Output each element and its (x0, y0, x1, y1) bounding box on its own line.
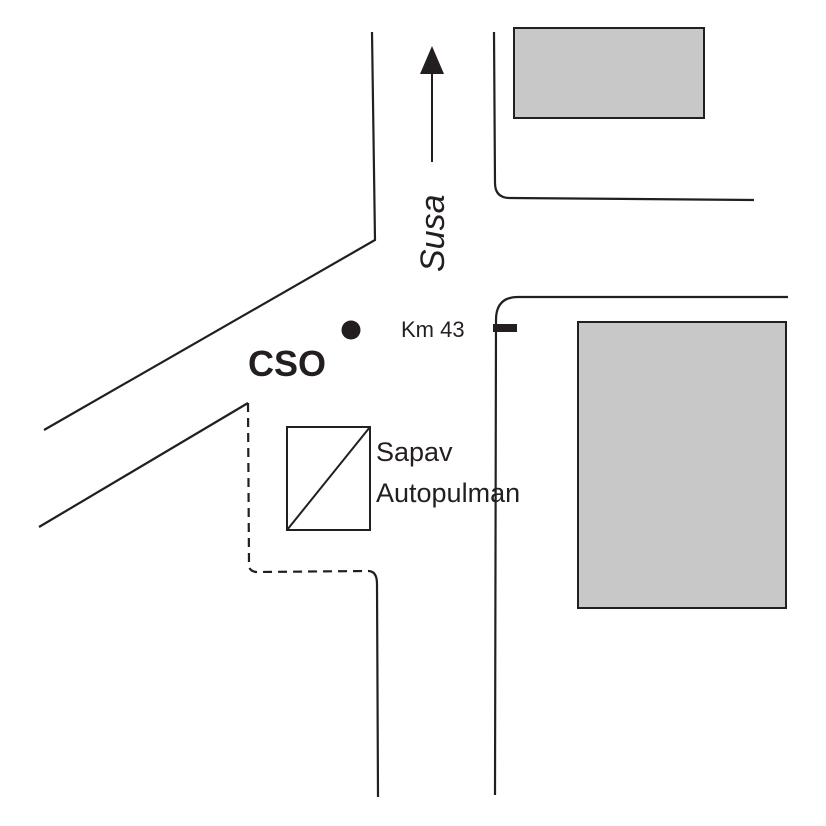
poi-label-line2: Autopulman (376, 478, 520, 508)
kilometer-label: Km 43 (401, 317, 465, 342)
station-label: CSO (248, 343, 326, 384)
building-right (577, 321, 787, 609)
poi-label-line1: Sapav (376, 437, 453, 467)
road-network (38, 31, 788, 798)
direction-label: Susa (414, 195, 452, 273)
poi-symbol-icon (286, 426, 371, 531)
road-edge-right (493, 295, 788, 796)
direction-arrow-head-icon (420, 46, 444, 74)
station-marker-icon (341, 320, 361, 340)
road-edge-bottom (367, 569, 380, 798)
building-top-right (513, 27, 705, 119)
road-edge-left-dashed (246, 402, 369, 574)
kilometer-marker-icon (493, 324, 517, 332)
road-edge-top-right (492, 31, 755, 202)
direction-arrow (420, 46, 444, 162)
road-edge-left (38, 402, 249, 528)
road-edge-top-left (43, 31, 377, 431)
